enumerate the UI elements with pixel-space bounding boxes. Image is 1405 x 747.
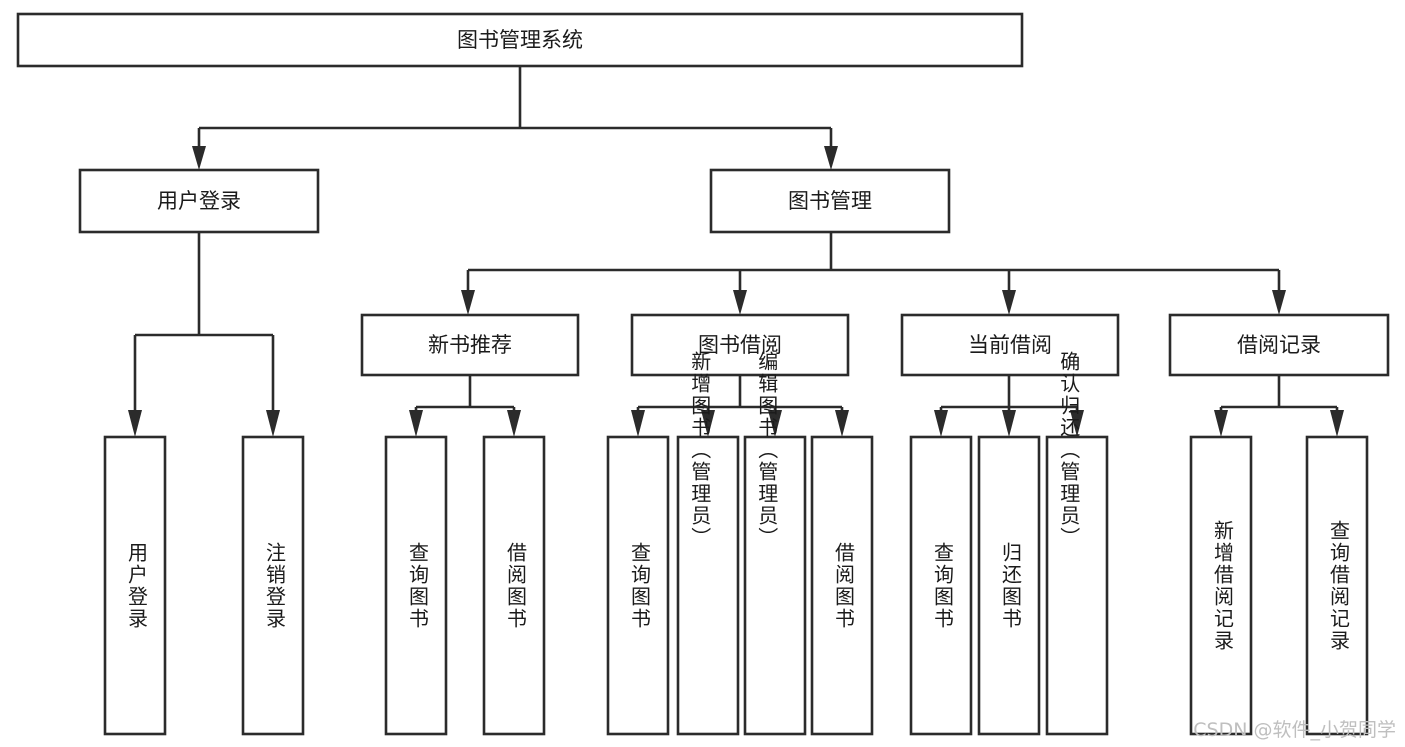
arrow-head-icon [192,146,206,170]
arrow-head-icon [733,290,747,315]
leaf-bookborrow-borrow[interactable]: 借阅图书 [810,435,874,736]
leaf-newbook-query-label: 查询图书 [406,542,430,630]
node-root-label: 图书管理系统 [457,28,583,52]
arrow-head-icon [1002,290,1016,315]
node-book-borrow[interactable]: 图书借阅 [630,313,850,377]
node-current-borrow[interactable]: 当前借阅 [900,313,1120,377]
arrow-head-icon [409,410,423,437]
arrow-head-icon [1330,410,1344,437]
connector-bookborrow-to-leaves [631,375,849,437]
arrow-head-icon [934,410,948,437]
leaf-user-login-login[interactable]: 用户登录 [103,435,167,736]
leaf-borrowrecord-add[interactable]: 新增借阅记录 [1189,435,1253,736]
leaf-user-login-logout-label: 注销登录 [263,542,287,630]
leaf-borrowrecord-add-label: 新增借阅记录 [1211,520,1235,652]
leaf-borrowrecord-query[interactable]: 查询借阅记录 [1305,435,1369,736]
leaf-bookborrow-edit-label: 编辑图书（管理员） [755,351,779,549]
arrow-head-icon [128,410,142,437]
leaf-newbook-query[interactable]: 查询图书 [384,435,448,736]
arrow-head-icon [768,410,782,437]
leaf-newbook-borrow[interactable]: 借阅图书 [482,435,546,736]
leaf-currentborrow-query[interactable]: 查询图书 [909,435,973,736]
arrow-head-icon [824,146,838,170]
arrow-head-icon [1002,410,1016,437]
leaf-user-login-logout[interactable]: 注销登录 [241,435,305,736]
leaf-bookborrow-query[interactable]: 查询图书 [606,435,670,736]
leaf-newbook-borrow-label: 借阅图书 [504,542,528,630]
leaf-borrowrecord-query-label: 查询借阅记录 [1327,520,1351,652]
arrow-head-icon [461,290,475,315]
leaf-bookborrow-edit[interactable]: 编辑图书（管理员） [743,351,807,736]
leaf-bookborrow-add[interactable]: 新增图书（管理员） [676,351,740,736]
leaf-user-login-login-label: 用户登录 [125,542,149,630]
node-borrow-record-label: 借阅记录 [1237,333,1321,357]
connector-root-to-level2 [192,66,838,170]
connector-userlogin-to-leaves [128,232,280,437]
node-book-management-label: 图书管理 [788,189,872,213]
arrow-head-icon [631,410,645,437]
node-user-login[interactable]: 用户登录 [78,168,320,234]
arrow-head-icon [266,410,280,437]
node-book-management[interactable]: 图书管理 [709,168,951,234]
csdn-watermark: CSDN @软件_小贺同学 [1193,719,1396,741]
connector-bookmgmt-to-level3 [461,232,1286,315]
leaf-bookborrow-add-label: 新增图书（管理员） [688,351,712,549]
node-borrow-record[interactable]: 借阅记录 [1168,313,1390,377]
leaf-bookborrow-query-label: 查询图书 [628,542,652,630]
arrow-head-icon [835,410,849,437]
arrow-head-icon [1272,290,1286,315]
node-root-system[interactable]: 图书管理系统 [16,12,1024,68]
connector-newbook-to-leaves [409,375,521,437]
node-current-borrow-label: 当前借阅 [968,333,1052,357]
node-new-book-recommend[interactable]: 新书推荐 [360,313,580,377]
node-user-login-label: 用户登录 [157,189,241,213]
leaf-bookborrow-borrow-label: 借阅图书 [832,542,856,630]
connector-currentborrow-to-leaves [934,375,1084,437]
connector-borrowrecord-to-leaves [1214,375,1344,437]
node-book-borrow-label: 图书借阅 [698,333,782,357]
leaf-currentborrow-confirm-label: 确认归还（管理员） [1057,351,1081,549]
leaf-currentborrow-query-label: 查询图书 [931,542,955,630]
leaf-currentborrow-return[interactable]: 归还图书 [977,435,1041,736]
node-new-book-recommend-label: 新书推荐 [428,333,512,357]
arrow-head-icon [1214,410,1228,437]
arrow-head-icon [1070,410,1084,437]
leaf-currentborrow-return-label: 归还图书 [999,542,1023,630]
arrow-head-icon [701,410,715,437]
leaf-currentborrow-confirm[interactable]: 确认归还（管理员） [1045,351,1109,736]
arrow-head-icon [507,410,521,437]
